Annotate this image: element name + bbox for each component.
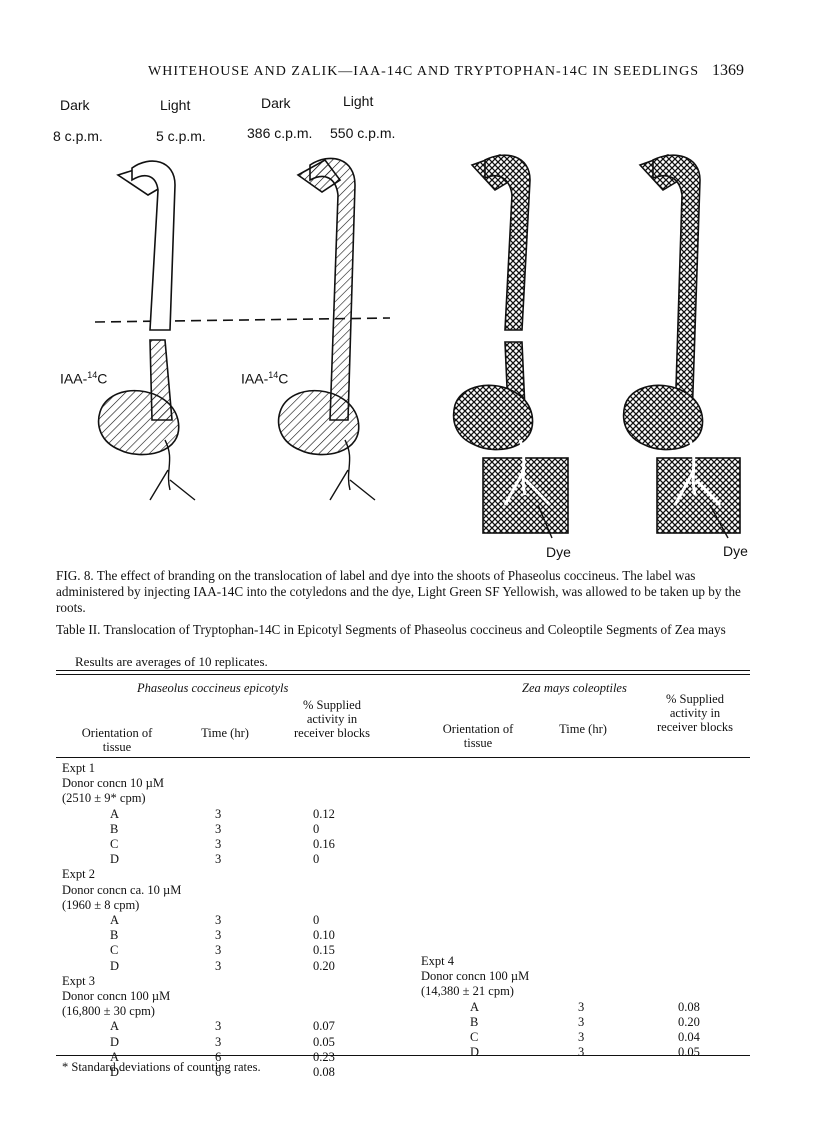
col-time-left: Time (hr): [201, 726, 249, 740]
time-cell: 3: [215, 928, 222, 943]
seedling-2: [277, 157, 376, 501]
orientation-cell: A: [110, 1049, 120, 1064]
rule-top-1: [56, 670, 750, 671]
activity-cell: 0.04: [678, 1030, 700, 1044]
activity-cell: 0: [313, 913, 320, 927]
time-cell: 3: [215, 821, 222, 836]
time-cell: 3: [578, 1030, 585, 1044]
running-header: WHITEHOUSE AND ZALIK—IAA-14C AND TRYPTOP…: [0, 62, 816, 86]
activity-cell: 0.05: [313, 1034, 335, 1049]
page-number: 1369: [712, 62, 744, 79]
time-cell: 3: [578, 1045, 585, 1060]
label-dark-1: Dark: [60, 97, 90, 113]
col-orientation-left: Orientation of tissue: [81, 726, 153, 754]
seedling-figure: [94, 154, 741, 539]
time-cell: 3: [215, 806, 222, 821]
count-2: 5 c.p.m.: [156, 128, 206, 144]
count-1: 8 c.p.m.: [53, 128, 103, 144]
right-group-header: Zea mays coleoptiles: [522, 681, 627, 695]
orientation-cell: D: [470, 1045, 480, 1060]
table-group-label: Expt 4: [421, 954, 454, 968]
activity-cell: 0: [313, 821, 320, 836]
left-group-header: Phaseolus coccineus epicotyls: [137, 681, 289, 695]
orientation-cell: C: [110, 943, 119, 958]
time-cell: 6: [215, 1049, 222, 1064]
activity-cell: 0.10: [313, 928, 335, 943]
activity-cell: 0.08: [678, 999, 700, 1014]
orientation-cell: D: [110, 1065, 120, 1079]
col-activity-right: % Supplied activity in receiver blocks: [656, 692, 733, 734]
activity-cell: 0.05: [678, 1045, 700, 1060]
activity-cell: 0: [313, 852, 320, 867]
seedling-1: [97, 160, 196, 501]
activity-cell: 0.16: [313, 837, 335, 851]
orientation-cell: A: [470, 999, 480, 1014]
time-cell: 3: [215, 852, 222, 867]
table-group-label: Donor concn 10 µM: [62, 776, 164, 791]
label-light-1: Light: [160, 97, 191, 113]
table-group-label: Donor concn 100 µM: [421, 969, 530, 984]
orientation-cell: C: [110, 837, 119, 851]
table-title: Table II. Translocation of Tryptophan-14…: [56, 622, 726, 637]
orientation-cell: A: [110, 913, 120, 927]
time-cell: 3: [578, 1014, 585, 1029]
seedling-4: [622, 154, 741, 539]
table-group-label: (14,380 ± 21 cpm): [421, 984, 514, 999]
iaa-label-2: IAA-14C: [241, 370, 289, 387]
dye-label-1: Dye: [546, 544, 571, 560]
running-title: WHITEHOUSE AND ZALIK—IAA-14C AND TRYPTOP…: [148, 64, 700, 79]
table-group-label: Donor concn ca. 10 µM: [62, 882, 182, 897]
activity-cell: 0.15: [313, 943, 335, 958]
activity-cell: 0.23: [313, 1049, 335, 1064]
dye-label-2: Dye: [723, 543, 748, 559]
orientation-cell: D: [110, 852, 120, 867]
time-cell: 3: [215, 1019, 222, 1034]
rule-bottom: [56, 1055, 750, 1056]
time-cell: 3: [215, 943, 222, 958]
count-4: 550 c.p.m.: [330, 125, 396, 141]
table-footnote: * Standard deviations of counting rates.: [62, 1060, 261, 1074]
orientation-cell: A: [110, 806, 120, 821]
table-group-label: Expt 2: [62, 867, 95, 882]
time-cell: 3: [578, 999, 585, 1014]
table-group-label: Donor concn 100 µM: [62, 989, 171, 1003]
label-light-2: Light: [343, 93, 374, 109]
time-cell: 3: [215, 1034, 222, 1049]
table-group-label: (1960 ± 8 cpm): [62, 897, 140, 912]
table-group-label: Expt 3: [62, 973, 95, 988]
count-3: 386 c.p.m.: [247, 125, 313, 141]
orientation-cell: B: [110, 821, 119, 836]
activity-cell: 0.12: [313, 806, 335, 821]
time-cell: 3: [215, 958, 222, 973]
orientation-cell: A: [110, 1019, 120, 1034]
rule-top-2: [56, 674, 750, 675]
iaa-label-1: IAA-14C: [60, 370, 108, 387]
activity-cell: 0.08: [313, 1065, 335, 1079]
col-orientation-right: Orientation of tissue: [442, 722, 514, 750]
time-cell: 3: [215, 913, 222, 927]
time-cell: 6: [215, 1065, 222, 1079]
orientation-cell: C: [470, 1030, 479, 1044]
orientation-cell: B: [470, 1014, 479, 1029]
activity-cell: 0.07: [313, 1019, 335, 1034]
col-time-right: Time (hr): [559, 722, 607, 736]
orientation-cell: D: [110, 1034, 120, 1049]
activity-cell: 0.20: [313, 958, 335, 973]
time-cell: 3: [215, 837, 222, 851]
table-group-label: (16,800 ± 30 cpm): [62, 1004, 155, 1019]
table-note: Results are averages of 10 replicates.: [75, 654, 268, 669]
table-group-label: (2510 ± 9* cpm): [62, 791, 146, 806]
orientation-cell: B: [110, 928, 119, 943]
table-group-label: Expt 1: [62, 761, 95, 775]
figure-caption: FIG. 8. The effect of branding on the tr…: [56, 568, 741, 615]
rule-head: [56, 757, 750, 758]
activity-cell: 0.20: [678, 1014, 700, 1029]
col-activity-left: % Supplied activity in receiver blocks: [293, 698, 370, 740]
seedling-3: [452, 154, 569, 539]
orientation-cell: D: [110, 958, 120, 973]
label-dark-2: Dark: [261, 95, 291, 111]
